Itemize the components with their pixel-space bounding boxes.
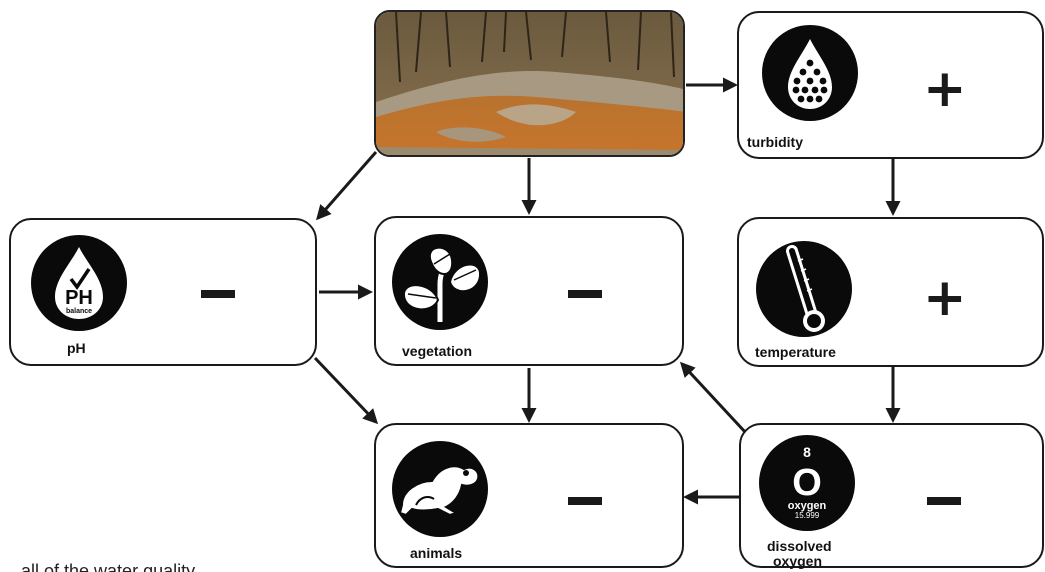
temperature-label: temperature	[755, 345, 836, 360]
arrow-ph-to-animals	[315, 358, 376, 422]
arrow-oxygen-to-vegetation	[682, 364, 746, 433]
dissolved-oxygen-label-line2: oxygen	[773, 554, 822, 569]
oxygen-element-icon: 8 O oxygen 15.999	[759, 435, 855, 531]
vegetation-sign	[568, 290, 602, 298]
vegetation-label: vegetation	[402, 344, 472, 359]
water-drop-particles-icon	[762, 25, 858, 121]
dissolved-oxygen-label-line1: dissolved	[767, 539, 832, 554]
animals-label: animals	[410, 546, 462, 561]
ph-label: pH	[67, 341, 86, 356]
stream-photo-illustration	[376, 12, 685, 157]
svg-text:15.999: 15.999	[795, 511, 820, 520]
temperature-sign: +	[923, 272, 967, 324]
svg-text:O: O	[792, 462, 822, 504]
footer-cut-text: ...all of the water quality...	[6, 560, 209, 572]
thermometer-icon	[756, 241, 852, 337]
temperature-node: + temperature	[737, 217, 1044, 367]
svg-text:8: 8	[803, 444, 811, 460]
ph-node: PH balance pH	[9, 218, 317, 366]
turbidity-label: turbidity	[747, 135, 803, 150]
svg-text:balance: balance	[66, 308, 92, 315]
ph-sign	[201, 290, 235, 298]
animals-node: animals	[374, 423, 684, 568]
arrow-photo-to-ph	[318, 152, 376, 218]
turbidity-sign: +	[923, 63, 967, 115]
ph-balance-drop-icon: PH balance	[31, 235, 127, 331]
turbidity-node: + turbidity	[737, 11, 1044, 159]
dissolved-oxygen-sign	[927, 497, 961, 505]
frog-icon	[392, 441, 488, 537]
dissolved-oxygen-node: 8 O oxygen 15.999 dissolved oxygen	[739, 423, 1044, 568]
polluted-stream-photo	[374, 10, 685, 157]
vegetation-node: vegetation	[374, 216, 684, 366]
leaves-plant-icon	[392, 234, 488, 330]
animals-sign	[568, 497, 602, 505]
svg-text:PH: PH	[65, 287, 93, 309]
